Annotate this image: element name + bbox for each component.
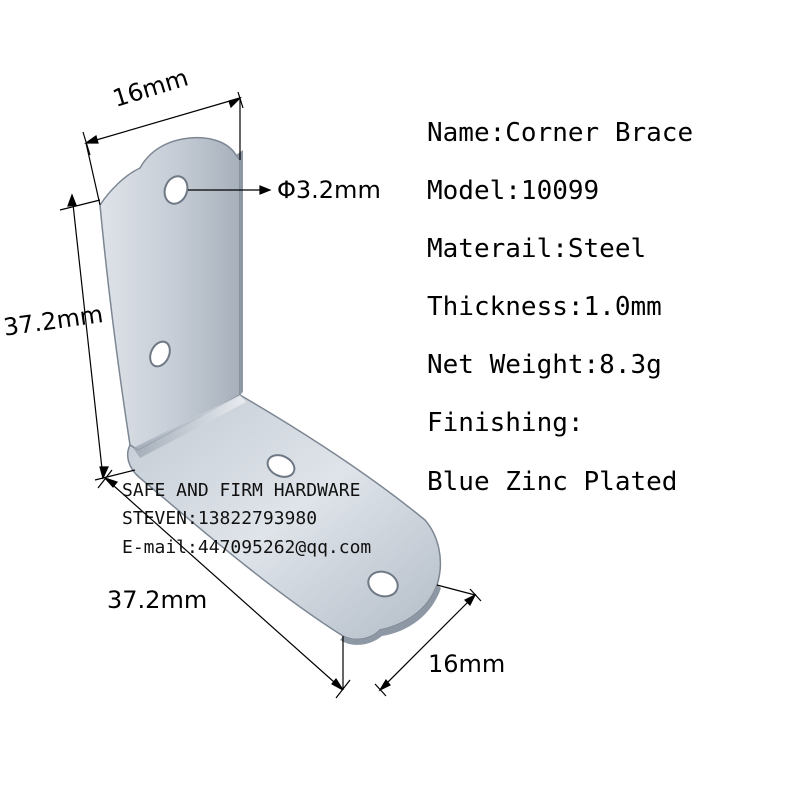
spec-model: Model:10099 — [427, 176, 600, 206]
dimension-lines — [59, 91, 482, 699]
brace-bottom-leg — [127, 394, 442, 645]
watermark-company: SAFE AND FIRM HARDWARE — [122, 480, 361, 501]
spec-finishing-value: Blue Zinc Plated — [427, 467, 678, 497]
watermark-contact: STEVEN:13822793980 — [122, 508, 318, 529]
bottom-hole-outer — [367, 570, 399, 598]
spec-thickness: Thickness:1.0mm — [427, 292, 662, 322]
spec-finishing-label: Finishing: — [427, 408, 584, 438]
brace-upright — [99, 136, 243, 451]
top-hole — [163, 175, 189, 205]
dimension-bottom-length: 37.2mm — [107, 586, 208, 614]
spec-name: Name:Corner Brace — [427, 118, 694, 148]
spec-material: Materail:Steel — [427, 234, 647, 264]
middle-hole — [149, 340, 171, 368]
dimension-hole-diameter: Φ3.2mm — [277, 176, 381, 204]
spec-net-weight: Net Weight:8.3g — [427, 350, 662, 380]
watermark-email: E-mail:447095262@qq.com — [122, 537, 372, 558]
dimension-bottom-width: 16mm — [428, 650, 506, 678]
bottom-hole-inner — [266, 454, 296, 478]
